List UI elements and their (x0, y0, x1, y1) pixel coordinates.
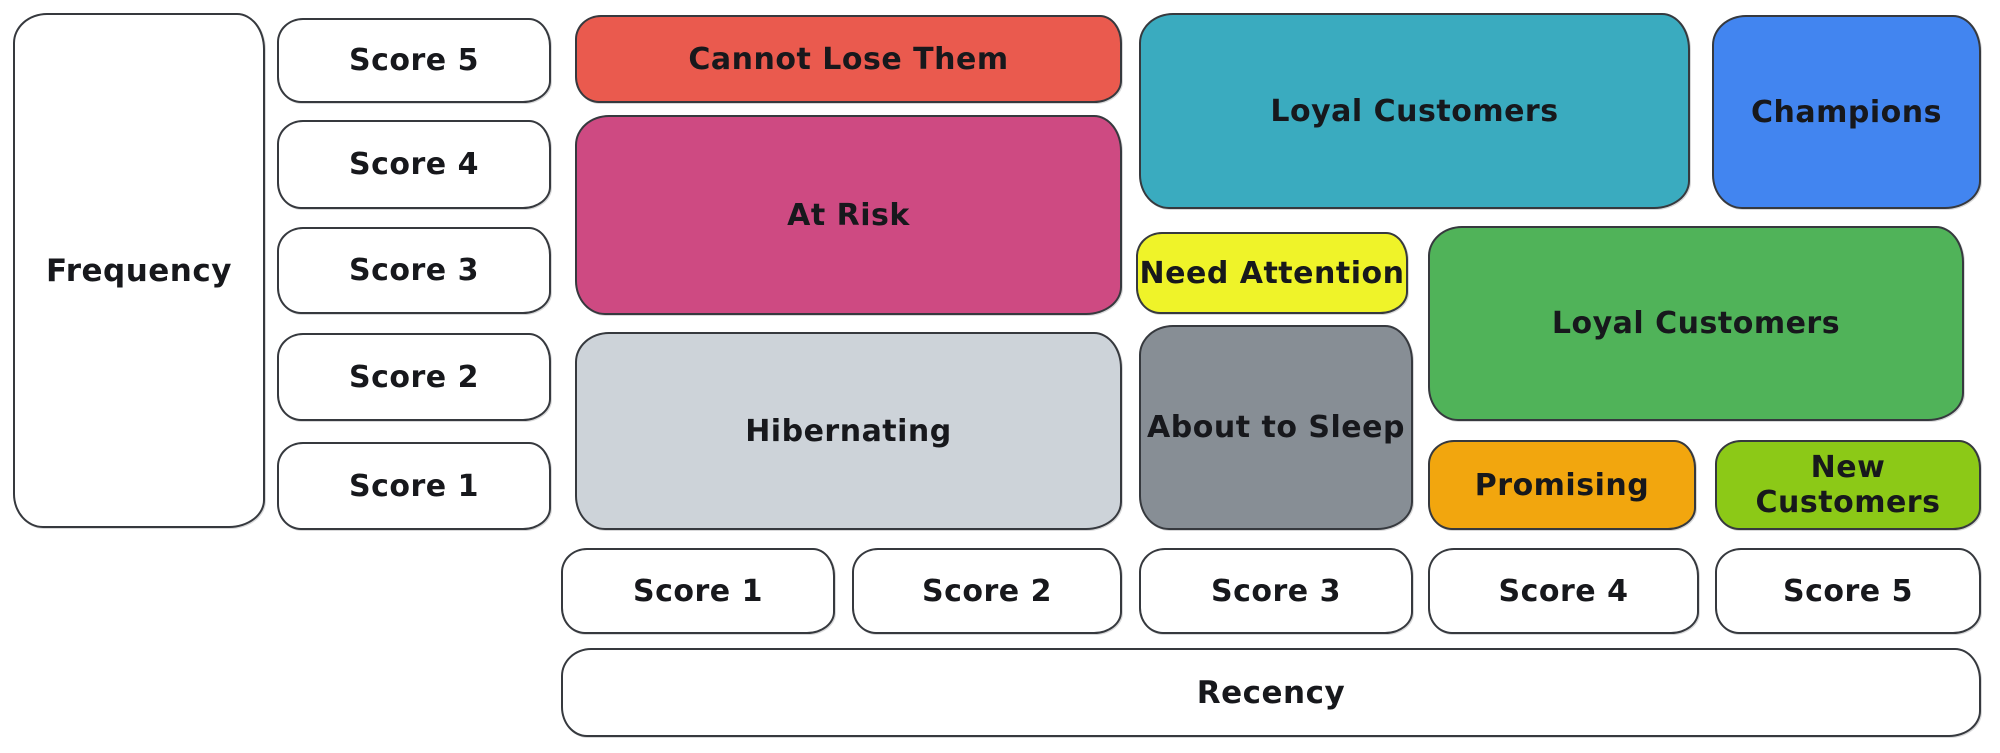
segment-cannot-lose-them: Cannot Lose Them (575, 15, 1122, 103)
segment-promising: Promising (1428, 440, 1696, 530)
segment-new-customers: New Customers (1715, 440, 1981, 530)
frequency-score-1: Score 1 (277, 442, 551, 530)
segment-need-attention: Need Attention (1136, 232, 1408, 314)
frequency-score-3: Score 3 (277, 227, 551, 314)
recency-score-1: Score 1 (561, 548, 835, 634)
recency-axis-label: Recency (561, 648, 1981, 737)
frequency-score-2: Score 2 (277, 333, 551, 421)
segment-at-risk: At Risk (575, 115, 1122, 315)
frequency-score-4: Score 4 (277, 120, 551, 209)
segment-about-to-sleep: About to Sleep (1139, 325, 1413, 530)
segment-loyal-customers-right: Loyal Customers (1428, 226, 1964, 421)
frequency-score-5: Score 5 (277, 18, 551, 103)
recency-score-3: Score 3 (1139, 548, 1413, 634)
recency-score-2: Score 2 (852, 548, 1122, 634)
recency-score-5: Score 5 (1715, 548, 1981, 634)
frequency-axis-label: Frequency (13, 13, 265, 528)
segment-loyal-customers-upper: Loyal Customers (1139, 13, 1690, 209)
segment-champions: Champions (1712, 15, 1981, 209)
recency-score-4: Score 4 (1428, 548, 1699, 634)
segment-hibernating: Hibernating (575, 332, 1122, 530)
